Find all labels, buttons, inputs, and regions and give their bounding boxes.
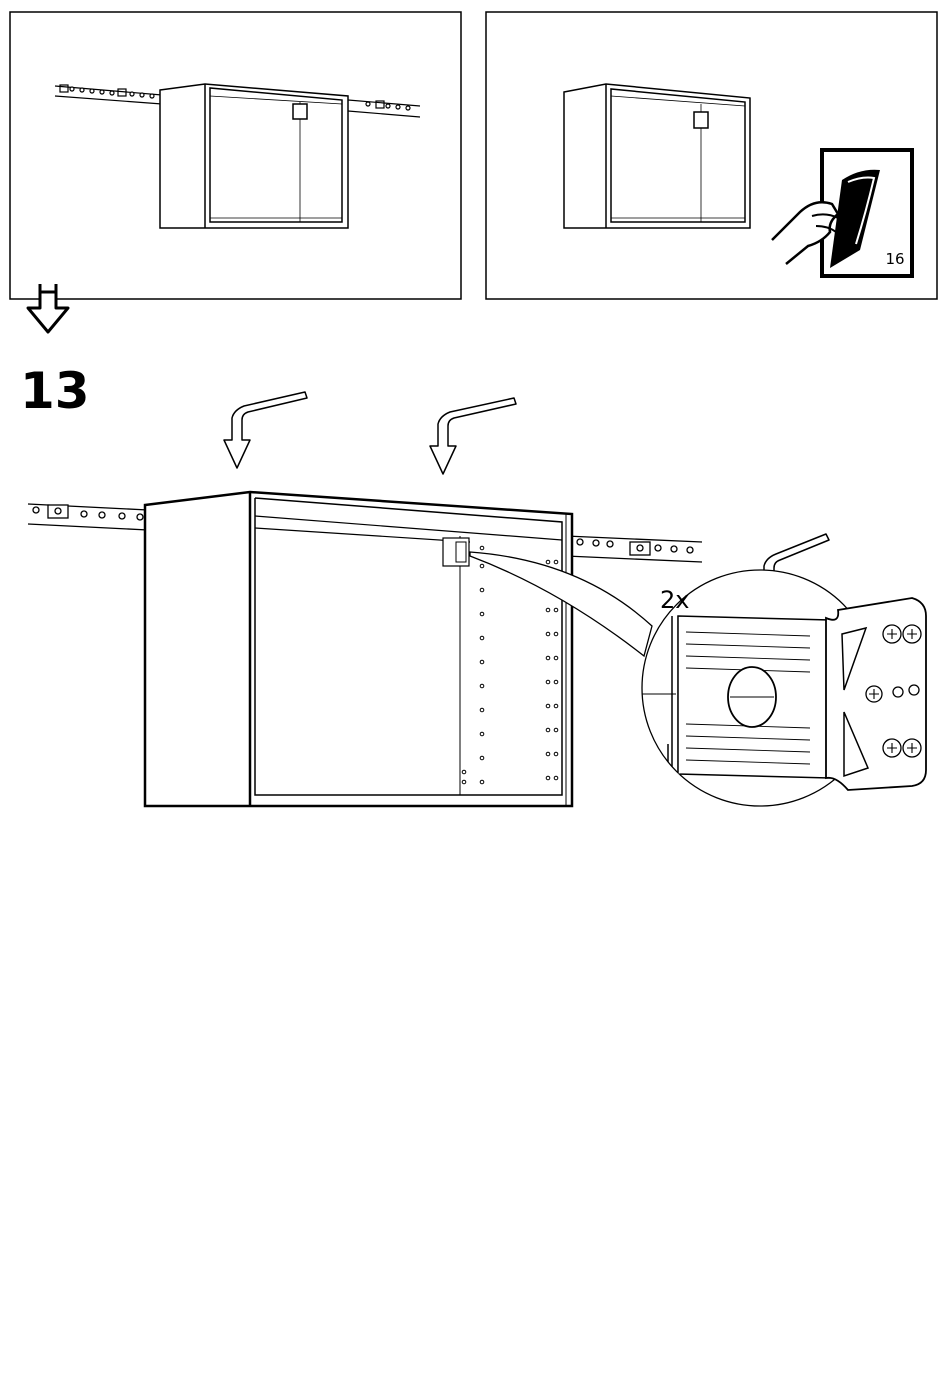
wall-cabinet: [145, 492, 572, 806]
step-number: 13: [20, 362, 90, 420]
down-arrow-icon: [28, 284, 68, 332]
page-turn-hand-icon: 16: [772, 150, 912, 276]
panel-hang-cabinet: [10, 12, 461, 299]
detail-quantity-label: 2x: [660, 586, 689, 614]
wall-cabinet: [160, 84, 348, 228]
wall-cabinet: [564, 84, 750, 228]
panel-page-reference: 16: [486, 12, 937, 299]
mounting-bracket: [826, 598, 926, 790]
page-reference-number: 16: [885, 250, 904, 268]
